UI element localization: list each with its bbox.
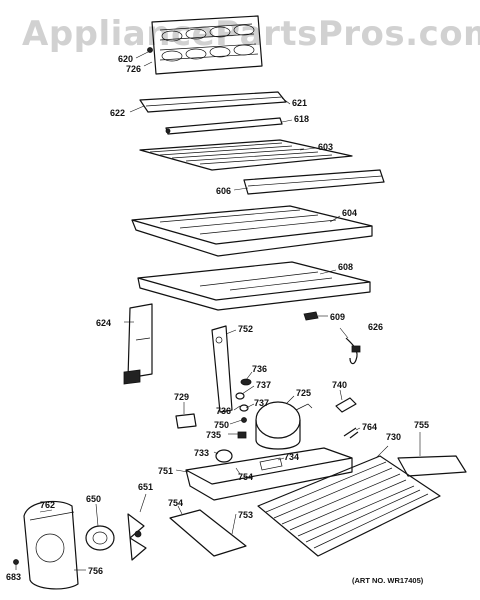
fan-shroud-756[interactable] [23,500,79,590]
callout-753: 753 [238,510,253,520]
callout-650: 650 [86,494,101,504]
clip-740[interactable] [335,397,357,413]
callout-729: 729 [174,392,189,402]
drip-pan-604[interactable] [131,205,373,257]
art-number: (ART NO. WR17405) [352,576,424,585]
evaporator-coil-726[interactable] [147,15,263,75]
callout-609: 609 [330,312,345,322]
rail-622[interactable] [139,91,287,113]
callout-620: 620 [118,54,133,64]
callout-736-b: 736 [216,406,231,416]
callout-651: 651 [138,482,153,492]
callout-726: 726 [126,64,141,74]
capacitor-733[interactable] [215,449,233,463]
callout-734: 734 [284,452,299,462]
panel-755[interactable] [397,455,467,477]
callout-621: 621 [292,98,307,108]
heater-618[interactable] [165,117,283,135]
callout-756: 756 [88,566,103,576]
callout-604: 604 [342,208,357,218]
drip-pan-608[interactable] [137,261,371,311]
panel-754[interactable] [169,509,247,557]
callout-618: 618 [294,114,309,124]
grommet-736[interactable] [240,378,252,386]
callout-624: 624 [96,318,111,328]
fan-blade-651[interactable] [127,513,147,561]
leader-lines [15,51,421,571]
fan-motor-650[interactable] [85,525,115,551]
callout-735: 735 [206,430,221,440]
callout-737-a: 737 [256,380,271,390]
callout-754-a: 754 [238,472,253,482]
callout-750: 750 [214,420,229,430]
shelf-603[interactable] [139,139,353,171]
duct-624[interactable] [123,303,153,385]
callout-606: 606 [216,186,231,196]
callout-752: 752 [238,324,253,334]
callout-740: 740 [332,380,347,390]
compressor-725[interactable] [255,401,313,450]
callout-608: 608 [338,262,353,272]
channel-606[interactable] [243,169,385,195]
callout-762: 762 [40,500,55,510]
callout-603: 603 [318,142,333,152]
relay-729[interactable] [175,413,197,429]
callout-764: 764 [362,422,377,432]
callout-725: 725 [296,388,311,398]
callout-736-a: 736 [252,364,267,374]
grommet-737[interactable] [235,392,249,423]
grommet-609[interactable] [303,311,319,321]
condenser-730[interactable] [257,455,441,557]
callout-754-b: 754 [168,498,183,508]
screw-683[interactable] [13,559,19,565]
bracket-752[interactable] [211,325,233,413]
callout-626: 626 [368,322,383,332]
callout-755: 755 [414,420,429,430]
valve-764[interactable] [343,427,359,439]
base-751[interactable] [185,447,353,501]
callout-622: 622 [110,108,125,118]
callout-737-b: 737 [254,398,269,408]
wire-626[interactable] [345,337,361,365]
callout-683: 683 [6,572,21,582]
callout-751: 751 [158,466,173,476]
callout-730: 730 [386,432,401,442]
callout-labels: 620 726 622 621 618 603 606 604 608 609 … [6,54,429,582]
callout-733: 733 [194,448,209,458]
clip-735[interactable] [237,431,247,439]
